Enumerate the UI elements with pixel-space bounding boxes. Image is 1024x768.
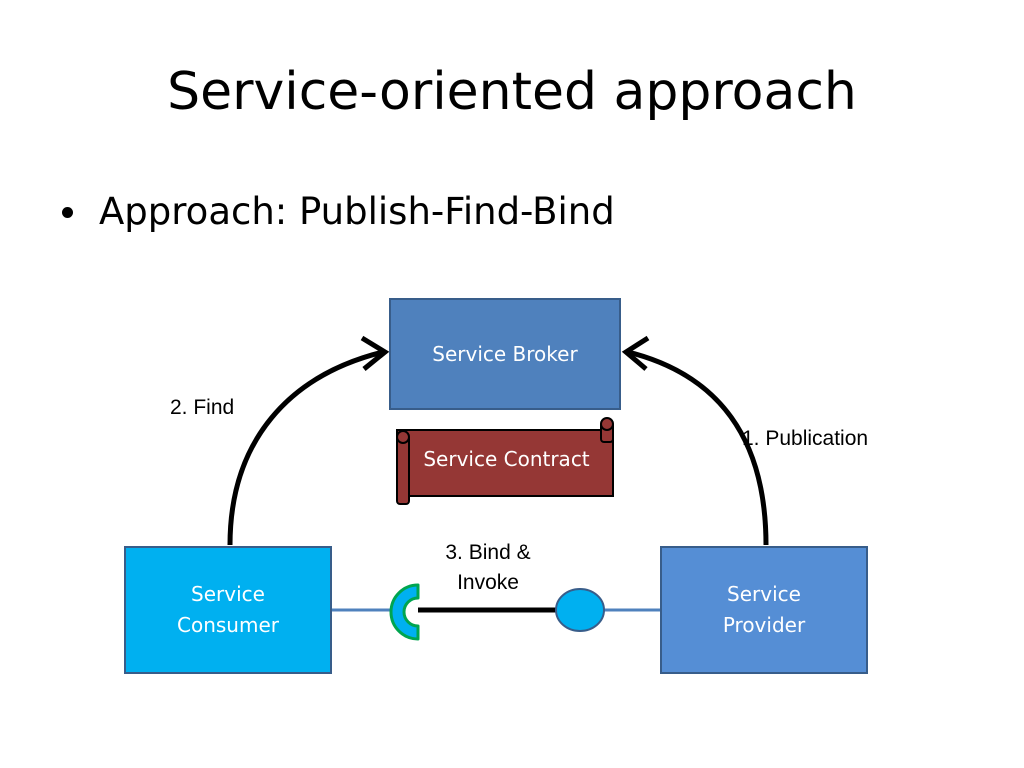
bind-invoke-label: 3. Bind & Invoke <box>418 538 558 598</box>
service-provider-label: Service Provider <box>674 579 854 641</box>
contract-scroll-icon <box>396 417 614 505</box>
service-consumer-line2: Consumer <box>177 613 279 637</box>
bullet-text: Approach: Publish-Find-Bind <box>99 190 615 233</box>
service-contract-label: Service Contract <box>423 447 590 471</box>
service-provider-box: Service Provider <box>660 546 868 674</box>
bind-label-line1: 3. Bind & <box>445 541 531 564</box>
socket-icon <box>389 583 420 641</box>
publication-arrowhead-icon <box>621 335 650 371</box>
bullet-item: Approach: Publish-Find-Bind <box>62 190 615 233</box>
publication-label: 1. Publication <box>742 427 869 450</box>
slide-title: Service-oriented approach <box>167 62 857 122</box>
find-arrow <box>227 349 384 546</box>
service-consumer-label: Service Consumer <box>138 579 318 641</box>
service-consumer-line1: Service <box>191 582 265 606</box>
find-arrowhead-icon <box>360 335 390 371</box>
service-broker-box: Service Broker <box>389 298 621 410</box>
bind-label-line2: Invoke <box>457 571 519 594</box>
publication-arrow <box>627 349 769 546</box>
service-consumer-box: Service Consumer <box>124 546 332 674</box>
service-provider-line2: Provider <box>722 613 806 637</box>
find-label: 2. Find <box>170 396 235 419</box>
service-provider-line1: Service <box>727 582 801 606</box>
lollipop-icon <box>555 588 605 632</box>
service-broker-label: Service Broker <box>432 341 578 366</box>
bullet-dot-icon <box>62 207 73 218</box>
